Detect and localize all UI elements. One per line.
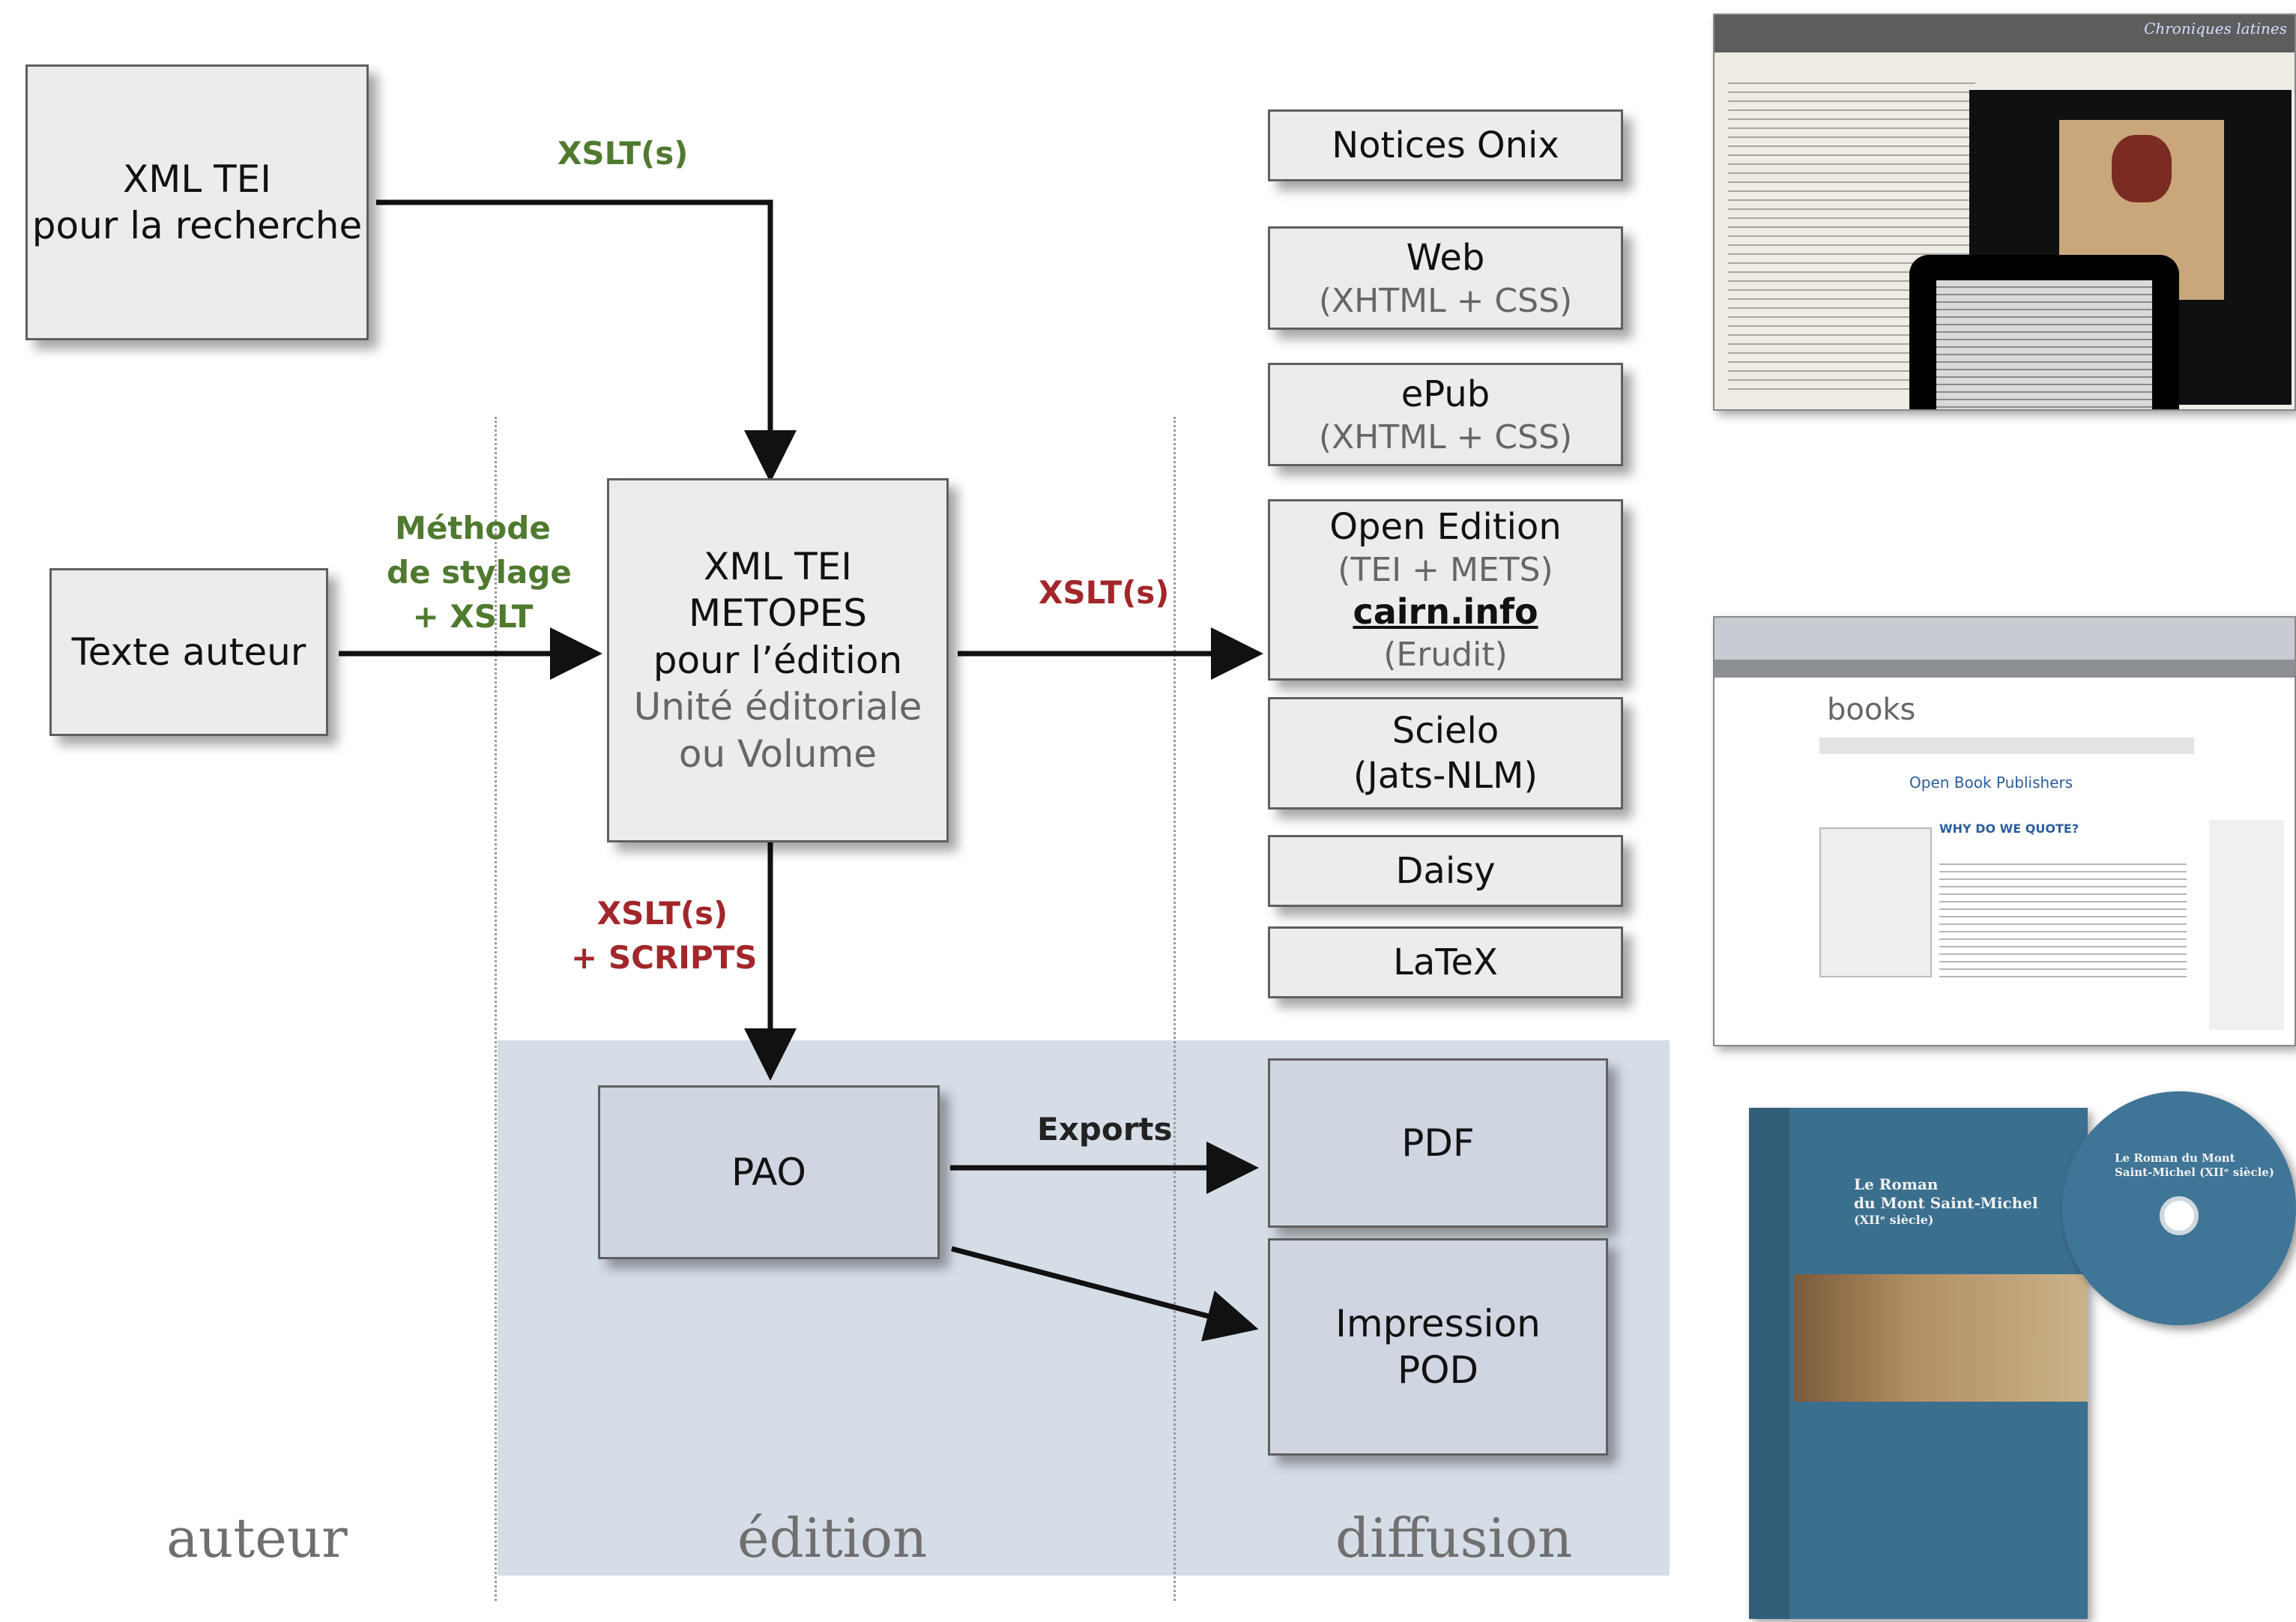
impression-line-1: Impression xyxy=(1335,1301,1541,1345)
openedition-books-screenshot: books Open Book Publishers WHY DO WE QUO… xyxy=(1713,616,2296,1046)
label-xslt-scripts: XSLT(s) + SCRIPTS xyxy=(571,892,758,980)
manuscript-illumination xyxy=(2112,135,2172,202)
web-title: Web xyxy=(1406,236,1485,279)
scielo-sub: (Jats-NLM) xyxy=(1353,755,1538,797)
metopes-line-3: pour l’édition xyxy=(653,638,903,682)
books-description xyxy=(1939,857,2187,977)
arrow-recherche-to-metopes xyxy=(376,199,797,483)
books-search-bar xyxy=(1819,738,2194,754)
web-reader-header-title: Chroniques latines xyxy=(2144,19,2287,37)
cd-center-hole xyxy=(2160,1196,2199,1235)
xml-recherche-line-1: XML TEI xyxy=(122,157,272,201)
book-spine-band xyxy=(1749,1108,1789,1619)
tablet-screen xyxy=(1936,280,2152,409)
xml-tei-metopes-box: XML TEI METOPES pour l’édition Unité édi… xyxy=(607,478,949,842)
xslt-scripts-line-1: XSLT(s) xyxy=(596,895,728,932)
printed-book-cover: Le Roman du Mont Saint-Michel (XIIᵉ sièc… xyxy=(1749,1108,2088,1619)
label-exports: Exports xyxy=(1037,1111,1173,1148)
onix-label: Notices Onix xyxy=(1332,124,1559,166)
label-methode-stylage: Méthode de stylage + XSLT xyxy=(387,507,572,639)
pao-label: PAO xyxy=(731,1150,806,1194)
epub-sub: (XHTML + CSS) xyxy=(1318,417,1573,456)
texte-auteur-label: Texte auteur xyxy=(71,630,306,674)
output-latex-box: LaTeX xyxy=(1268,926,1623,998)
pao-box: PAO xyxy=(598,1085,940,1259)
metopes-line-1: XML TEI xyxy=(703,544,853,588)
arrow-pao-to-impression xyxy=(951,1246,1259,1342)
books-cover-thumb xyxy=(1819,827,1932,977)
scielo-title: Scielo xyxy=(1392,710,1499,752)
output-epub-box: ePub (XHTML + CSS) xyxy=(1268,363,1623,466)
web-sub: (XHTML + CSS) xyxy=(1318,281,1573,320)
column-label-edition: édition xyxy=(737,1507,928,1570)
xml-tei-recherche-box: XML TEI pour la recherche xyxy=(25,64,369,340)
openedition-sub-2: (Erudit) xyxy=(1383,635,1508,674)
daisy-label: Daisy xyxy=(1395,850,1496,892)
web-reader-topbar xyxy=(1715,15,2295,52)
label-xslt-right: XSLT(s) xyxy=(1039,574,1170,611)
output-onix-box: Notices Onix xyxy=(1268,109,1623,181)
latex-label: LaTeX xyxy=(1393,941,1498,983)
openedition-title: Open Edition xyxy=(1329,506,1562,549)
books-sidebar xyxy=(2209,820,2284,1030)
browser-chrome xyxy=(1715,618,2295,660)
cd-title: Le Roman du Mont Saint-Michel (XIIᵉ sièc… xyxy=(2115,1151,2274,1180)
column-label-auteur: auteur xyxy=(166,1507,348,1570)
xml-recherche-line-2: pour la recherche xyxy=(31,204,363,247)
cd-title-line-2: Saint-Michel (XIIᵉ siècle) xyxy=(2115,1165,2274,1179)
books-publisher-name: Open Book Publishers xyxy=(1909,774,2073,792)
books-logo: books xyxy=(1827,693,1916,727)
impression-pod-box: Impression POD xyxy=(1268,1238,1608,1456)
output-daisy-box: Daisy xyxy=(1268,835,1623,907)
pdf-box: PDF xyxy=(1268,1058,1608,1228)
cairn-label: cairn.info xyxy=(1353,591,1538,633)
book-title-line-1: Le Roman xyxy=(1854,1175,1939,1193)
output-openedition-box: Open Edition (TEI + METS) cairn.info (Er… xyxy=(1268,499,1623,681)
book-title-line-3: (XIIᵉ siècle) xyxy=(1854,1213,1934,1227)
openedition-sub-1: (TEI + METS) xyxy=(1338,551,1553,590)
metopes-line-2: METOPES xyxy=(688,591,868,636)
book-title-line-2: du Mont Saint-Michel xyxy=(1854,1194,2038,1212)
methode-line-2: de stylage xyxy=(387,553,572,591)
books-book-title: WHY DO WE QUOTE? xyxy=(1939,821,2079,836)
texte-auteur-box: Texte auteur xyxy=(49,568,328,736)
column-label-diffusion: diffusion xyxy=(1335,1507,1573,1570)
book-cover-manuscript-image xyxy=(1794,1274,2088,1402)
tablet-device xyxy=(1909,255,2179,409)
column-divider-left xyxy=(495,417,497,1601)
metopes-sub-line-1: Unité éditoriale xyxy=(633,685,922,729)
book-cover-title: Le Roman du Mont Saint-Michel (XIIᵉ sièc… xyxy=(1854,1175,2038,1228)
column-divider-right xyxy=(1173,417,1176,1601)
web-reader-screenshot: Chroniques latines xyxy=(1713,13,2296,411)
xslt-scripts-line-2: + SCRIPTS xyxy=(571,938,758,976)
methode-line-1: Méthode xyxy=(395,510,551,546)
methode-line-3: + XSLT xyxy=(412,597,534,635)
impression-line-2: POD xyxy=(1397,1348,1478,1392)
epub-title: ePub xyxy=(1401,373,1490,415)
cd-title-line-1: Le Roman du Mont xyxy=(2115,1151,2235,1165)
output-web-box: Web (XHTML + CSS) xyxy=(1268,226,1623,330)
output-scielo-box: Scielo (Jats-NLM) xyxy=(1268,697,1623,810)
pdf-label: PDF xyxy=(1401,1121,1475,1165)
site-nav-bar xyxy=(1715,660,2295,678)
cd-disc: Le Roman du Mont Saint-Michel (XIIᵉ sièc… xyxy=(2062,1091,2296,1325)
label-xslt-top: XSLT(s) xyxy=(558,135,689,172)
metopes-sub-line-2: ou Volume xyxy=(678,732,877,776)
